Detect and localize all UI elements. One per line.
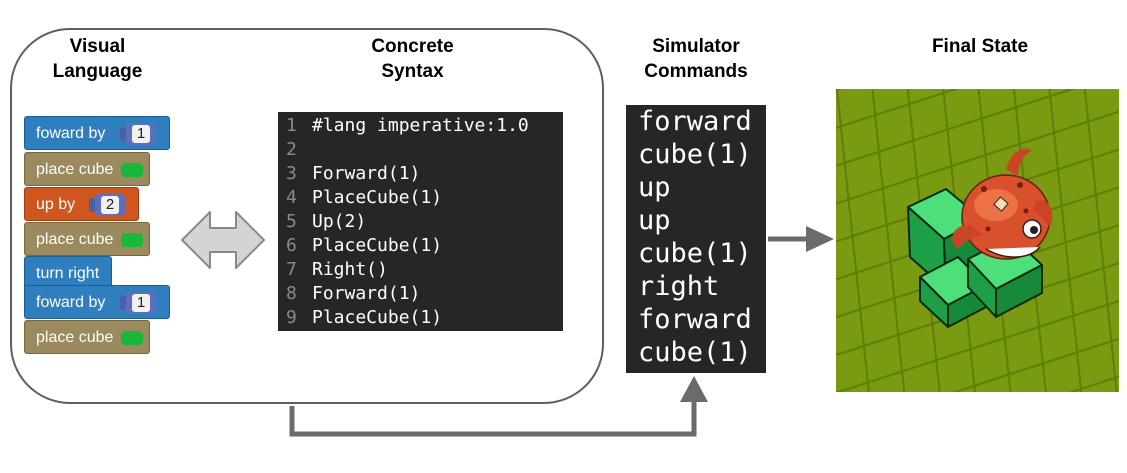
code-text: Forward(1): [312, 283, 421, 304]
sim-command: cube(1): [638, 238, 752, 269]
block-label: up by: [36, 196, 76, 213]
final-state-scene: [836, 89, 1119, 392]
block-label: turn right: [36, 265, 100, 282]
right-arrowhead-icon: [806, 226, 834, 252]
block-place-cube[interactable]: place cube: [24, 152, 150, 186]
code-line: 2: [286, 138, 312, 162]
number-slot[interactable]: 1: [120, 292, 158, 314]
line-number: 7: [286, 259, 297, 280]
number-value: 1: [132, 125, 150, 143]
number-value: 2: [101, 196, 119, 214]
heading-line: Visual: [69, 36, 126, 57]
line-number: 6: [286, 235, 297, 256]
sim-command: up: [638, 205, 671, 236]
sim-command: right: [638, 271, 720, 302]
cube-color-chip[interactable]: [121, 163, 143, 177]
sim-command: cube(1): [638, 139, 752, 170]
code-text: Right(): [312, 259, 388, 280]
heading-line: Concrete: [371, 36, 454, 57]
line-number: 8: [286, 283, 297, 304]
line-number: 2: [286, 139, 297, 160]
sim-command: up: [638, 172, 671, 203]
block-forward-by[interactable]: foward by 1: [24, 116, 170, 150]
code-line: 8 Forward(1): [286, 282, 420, 306]
heading-concrete-syntax: Concrete Syntax: [350, 34, 475, 84]
bidirectional-arrow-icon: [181, 211, 265, 269]
cube-color-chip[interactable]: [121, 233, 143, 247]
simulator-commands-panel: forward cube(1) up up cube(1) right forw…: [626, 105, 766, 373]
line-number: 9: [286, 307, 297, 328]
heading-line: Commands: [644, 61, 748, 82]
number-value: 1: [132, 294, 150, 312]
code-line: 4 PlaceCube(1): [286, 186, 442, 210]
language-group-box: [10, 28, 604, 404]
code-text: PlaceCube(1): [312, 235, 443, 256]
block-label: foward by: [36, 294, 106, 311]
code-line: 9 PlaceCube(1): [286, 306, 442, 330]
code-text: PlaceCube(1): [312, 307, 443, 328]
block-place-cube[interactable]: place cube: [24, 222, 150, 256]
code-text: PlaceCube(1): [312, 187, 443, 208]
heading-visual-language: Visual Language: [35, 34, 160, 84]
number-slot[interactable]: 2: [89, 194, 127, 216]
block-place-cube[interactable]: place cube: [24, 320, 150, 354]
sim-command: forward: [638, 106, 752, 137]
heading-line: Simulator: [652, 36, 740, 57]
block-label: place cube: [36, 161, 114, 178]
up-arrowhead-icon: [680, 376, 708, 402]
code-line: 3 Forward(1): [286, 162, 420, 186]
code-line: 5 Up(2): [286, 210, 366, 234]
block-label: place cube: [36, 231, 114, 248]
block-label: place cube: [36, 329, 114, 346]
line-number: 3: [286, 163, 297, 184]
code-line: 6 PlaceCube(1): [286, 234, 442, 258]
cube-color-chip[interactable]: [121, 331, 143, 345]
line-number: 1: [286, 115, 297, 136]
monster-character-icon: [952, 148, 1053, 260]
block-label: foward by: [36, 125, 106, 142]
sim-command: cube(1): [638, 337, 752, 368]
heading-simulator-commands: Simulator Commands: [626, 34, 766, 84]
number-slot[interactable]: 1: [120, 123, 158, 145]
block-forward-by[interactable]: foward by 1: [24, 285, 170, 319]
box-to-simulator-arrow: [289, 400, 697, 437]
heading-final-state: Final State: [900, 34, 1060, 59]
heading-line: Final State: [931, 36, 1029, 57]
line-number: 5: [286, 211, 297, 232]
code-line: 1 #lang imperative:1.0: [286, 114, 529, 138]
code-text: #lang imperative:1.0: [312, 115, 529, 136]
code-line: 7 Right(): [286, 258, 388, 282]
line-number: 4: [286, 187, 297, 208]
heading-line: Language: [52, 61, 143, 82]
code-text: Forward(1): [312, 163, 421, 184]
block-up-by[interactable]: up by 2: [24, 187, 139, 221]
heading-line: Syntax: [381, 61, 444, 82]
code-text: Up(2): [312, 211, 367, 232]
sim-command: forward: [638, 304, 752, 335]
